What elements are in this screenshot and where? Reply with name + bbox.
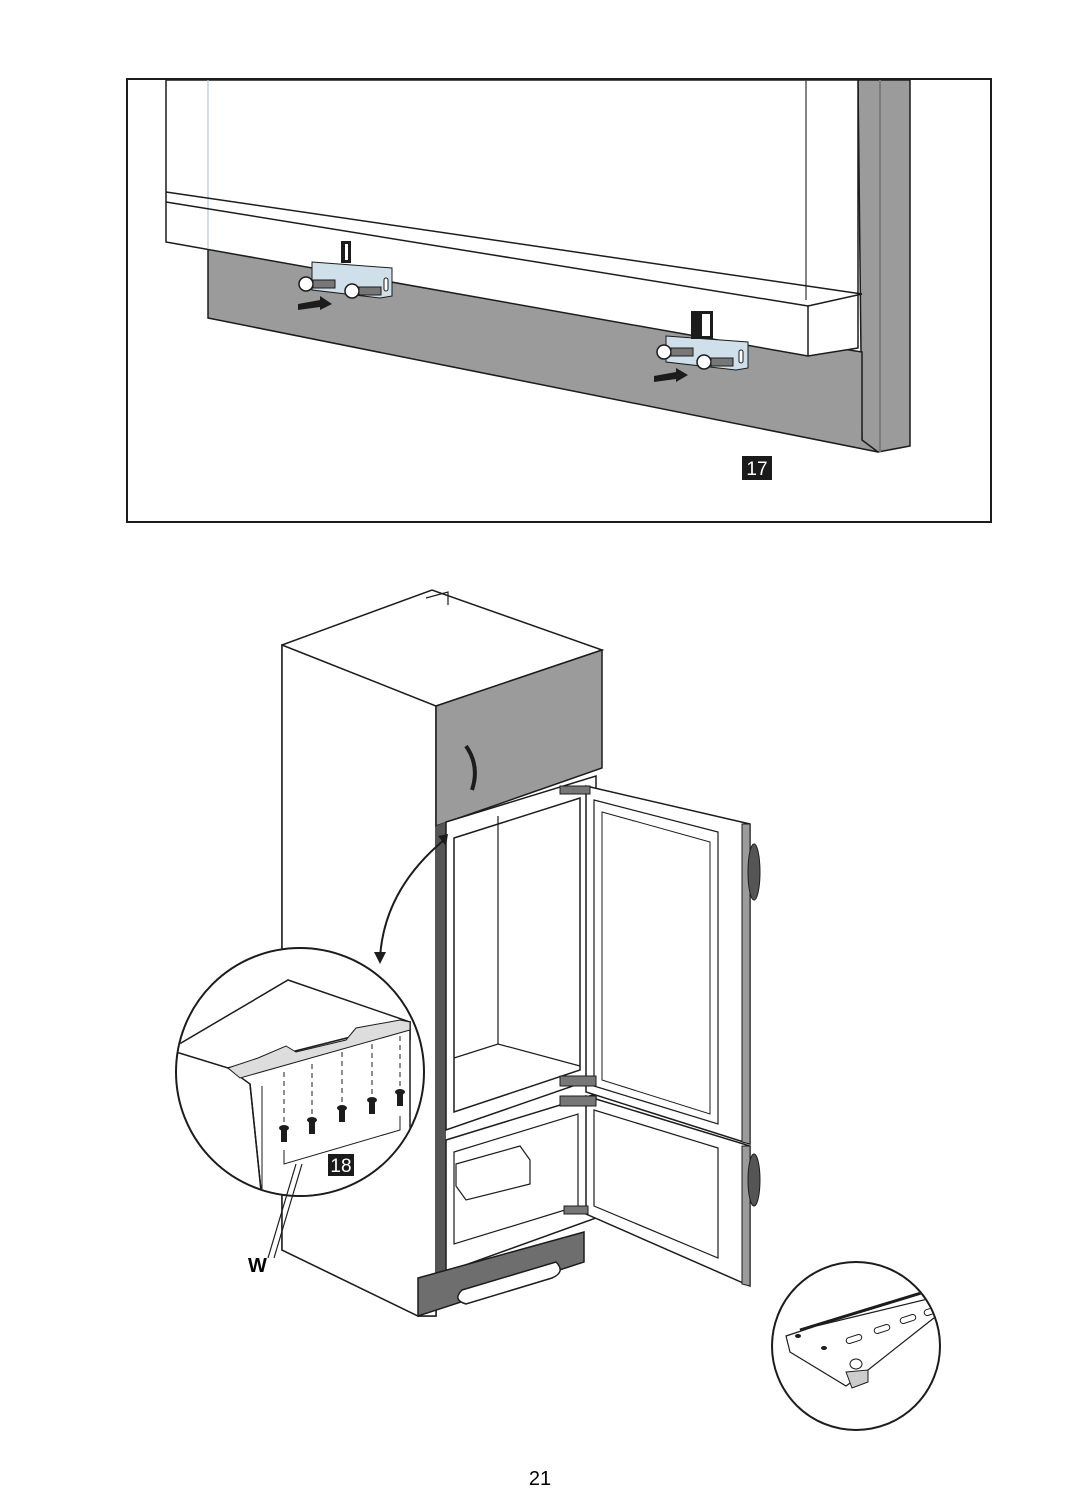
arrow-icon bbox=[654, 368, 688, 382]
screw-icon bbox=[656, 344, 694, 360]
detail-circle-hinge bbox=[771, 1261, 941, 1431]
screw-icon bbox=[696, 354, 734, 370]
figure-18-badge bbox=[328, 1154, 354, 1176]
figure-18-label: 18 bbox=[330, 1156, 351, 1177]
upper-door-open bbox=[585, 785, 761, 1146]
screw-icon bbox=[344, 283, 382, 299]
lower-door-open bbox=[585, 1094, 761, 1288]
page-number: 21 bbox=[528, 1468, 552, 1490]
figure-17-badge bbox=[742, 456, 772, 480]
figure-17-illustration: 17 bbox=[126, 78, 992, 523]
figure-18-illustration: 18 W bbox=[175, 589, 941, 1431]
hinge-icon bbox=[559, 785, 591, 795]
cabinet-front-panel bbox=[165, 79, 859, 357]
curved-arrow-icon bbox=[379, 839, 445, 959]
top-cabinet-door bbox=[435, 648, 603, 828]
callout-w-label: W bbox=[248, 1255, 267, 1277]
door-handle-icon bbox=[464, 744, 477, 791]
hinge-icon bbox=[559, 1075, 597, 1107]
screw-icon bbox=[279, 1089, 405, 1142]
hinge-icon bbox=[563, 1205, 589, 1215]
screw-icon bbox=[298, 276, 336, 292]
arrow-icon bbox=[298, 296, 332, 310]
figure-17-label: 17 bbox=[746, 459, 767, 480]
detail-circle-screws bbox=[175, 947, 425, 1197]
